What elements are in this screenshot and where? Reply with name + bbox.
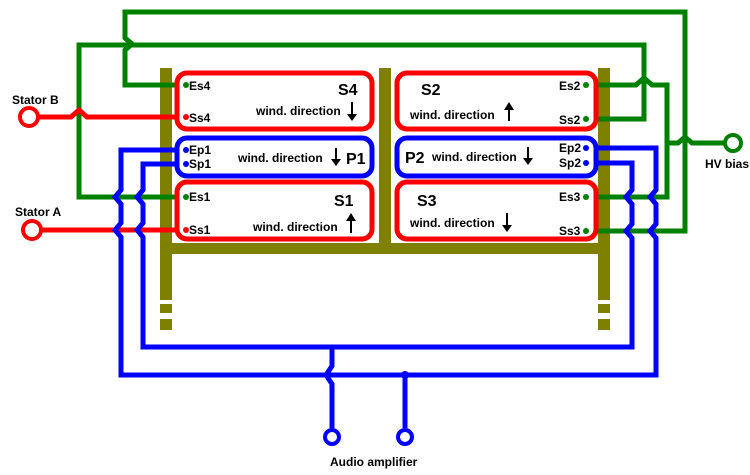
terminal-dots	[183, 82, 589, 234]
label-es4: Es4	[189, 79, 211, 93]
terminal-dot-ss4	[183, 114, 189, 120]
audio-amplifier-label: Audio amplifier	[330, 455, 418, 469]
stator-a-terminal-icon[interactable]	[21, 219, 43, 241]
direction-arrows	[331, 102, 533, 233]
arrow-down-icon-p2	[523, 147, 533, 165]
arrow-up-icon-s2	[504, 102, 514, 121]
arrow-down-icon-p1	[331, 148, 341, 166]
terminal-dot-ss3	[583, 228, 589, 234]
audio-terminal-right-icon[interactable]	[396, 428, 414, 446]
terminal-dot-ep2	[583, 145, 589, 151]
wind-direction-label-s4: wind. direction	[255, 104, 341, 118]
winding-s1-box	[174, 179, 375, 242]
label-sp1: Sp1	[189, 157, 211, 171]
label-ep2: Ep2	[559, 141, 581, 155]
label-ep1: Ep1	[189, 143, 211, 157]
audio-junction-dot	[401, 371, 409, 379]
label-es3: Es3	[559, 190, 581, 204]
wire-sp1-sp2-loop	[133, 160, 635, 350]
label-ss3: Ss3	[559, 224, 581, 238]
stator-b-label: Stator B	[12, 93, 59, 107]
wind-direction-label-p1: wind. direction	[237, 151, 323, 165]
frame-left-bar	[160, 68, 172, 300]
stator-b-terminal-icon[interactable]	[18, 106, 40, 128]
terminal-dot-sp2	[583, 160, 589, 166]
wire-es2-es3	[586, 74, 670, 200]
label-es1: Es1	[189, 190, 211, 204]
label-es2-text: Es2	[559, 79, 581, 93]
frame-right-dash-1	[598, 304, 610, 313]
frame-center-bar	[379, 68, 391, 250]
winding-p1-box	[174, 135, 375, 179]
winding-name-s3: S3	[417, 193, 437, 210]
terminal-dot-es3	[583, 194, 589, 200]
arrow-down-icon-s3	[502, 213, 512, 232]
frame-left-dash-2	[160, 319, 172, 330]
frame-left-dash-1	[160, 304, 172, 313]
winding-name-p1: P1	[346, 151, 366, 168]
wind-direction-label-s2: wind. direction	[409, 108, 495, 122]
frame-right-bar	[598, 68, 610, 300]
terminal-dot-es2	[583, 82, 589, 88]
frame-right-dash-2	[598, 319, 610, 330]
winding-s2-box	[394, 70, 599, 132]
stator-a-label: Stator A	[15, 205, 62, 219]
terminal-dot-es4	[183, 82, 189, 88]
winding-name-s4: S4	[338, 82, 358, 99]
wire-ep1-ep2-loop	[111, 145, 659, 378]
hv-bias-terminal-icon[interactable]	[723, 133, 743, 153]
winding-p2-box	[394, 135, 599, 179]
arrow-up-icon-s1	[346, 213, 356, 233]
wire-audio-left	[322, 347, 335, 428]
label-ss2: Ss2	[559, 113, 581, 127]
hv-bias-label: HV bias	[705, 157, 749, 171]
frame	[160, 68, 610, 330]
winding-boxes	[174, 70, 599, 242]
wire-es1-ss2	[76, 42, 647, 200]
terminal-dot-ss1	[183, 227, 189, 233]
wire-es4-ss3	[122, 9, 688, 234]
audio-terminal-left-icon[interactable]	[323, 428, 341, 446]
label-ss1: Ss1	[189, 223, 211, 237]
arrow-down-icon-s4	[347, 102, 357, 121]
label-ss4: Ss4	[189, 111, 211, 125]
wire-hv-bias	[667, 133, 725, 146]
wind-direction-label-s1: wind. direction	[252, 220, 338, 234]
terminal-dot-ep1	[183, 147, 189, 153]
terminal-dot-sp1	[183, 161, 189, 167]
bias-wiring	[76, 9, 725, 234]
terminal-dot-es1	[183, 194, 189, 200]
wind-direction-label-p2: wind. direction	[431, 150, 517, 164]
wind-direction-label-s3: wind. direction	[409, 216, 495, 230]
winding-name-s2: S2	[421, 82, 441, 99]
primary-wiring	[111, 145, 659, 428]
frame-bottom-bar	[160, 243, 610, 254]
winding-s4-box	[174, 70, 375, 132]
winding-name-p2: P2	[405, 150, 425, 167]
label-sp2: Sp2	[559, 156, 581, 170]
wire-stator-b-ss4	[38, 106, 186, 120]
terminal-dot-ss2	[583, 116, 589, 122]
winding-name-s1: S1	[334, 193, 354, 210]
winding-s3-box	[394, 179, 599, 242]
